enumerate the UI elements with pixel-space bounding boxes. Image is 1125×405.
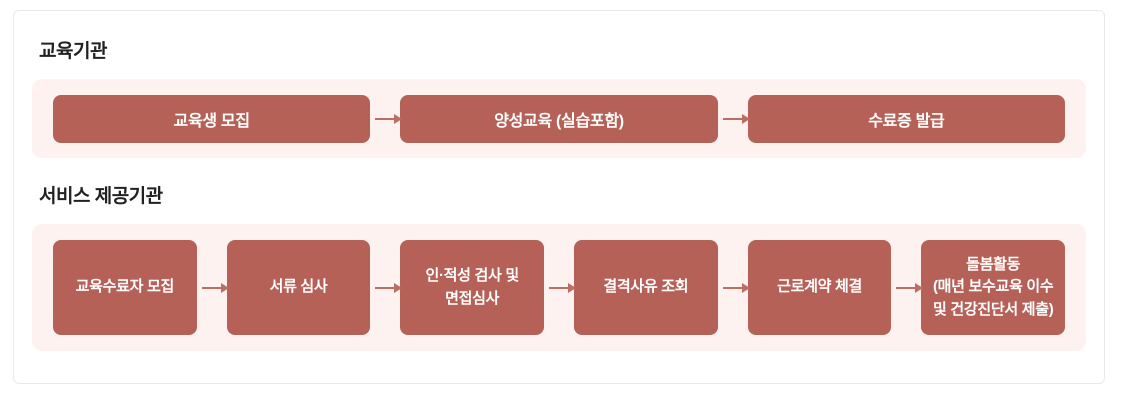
education-institution-flow-band: 교육생 모집 양성교육 (실습포함) 수료증 발급 <box>32 79 1086 158</box>
arrow-right-icon <box>718 282 750 293</box>
section-title-education-institution: 교육기관 <box>39 41 107 62</box>
flow-step-document-screening: 서류 심사 <box>226 240 371 335</box>
flow-step-training-course: 양성교육 (실습포함) <box>400 94 718 143</box>
arrow-right-icon <box>544 282 577 293</box>
flow-step-employment-contract: 근로계약 체결 <box>747 240 892 335</box>
section-title-service-provider: 서비스 제공기관 <box>39 186 163 207</box>
arrow-right-icon <box>370 113 403 124</box>
flow-step-graduate-recruitment: 교육수료자 모집 <box>53 240 197 335</box>
process-flow-card: 교육기관 교육생 모집 양성교육 (실습포함) 수료증 발급 서비스 제공기관 … <box>13 10 1105 384</box>
service-provider-flow-band: 교육수료자 모집 서류 심사 인·적성 검사 및 면접심사 결격사유 조회 근로… <box>32 224 1086 351</box>
arrow-right-icon <box>370 282 403 293</box>
arrow-right-icon <box>718 113 750 124</box>
arrow-right-icon <box>197 282 229 293</box>
flow-step-certificate-issuance: 수료증 발급 <box>747 94 1065 143</box>
flow-step-trainee-recruitment: 교육생 모집 <box>53 94 371 143</box>
flow-step-disqualification-check: 결격사유 조회 <box>574 240 718 335</box>
flow-step-aptitude-test-interview: 인·적성 검사 및 면접심사 <box>400 240 545 335</box>
arrow-right-icon <box>891 282 924 293</box>
flow-step-care-activities: 돌봄활동 (매년 보수교육 이수 및 건강진단서 제출) <box>921 240 1066 335</box>
